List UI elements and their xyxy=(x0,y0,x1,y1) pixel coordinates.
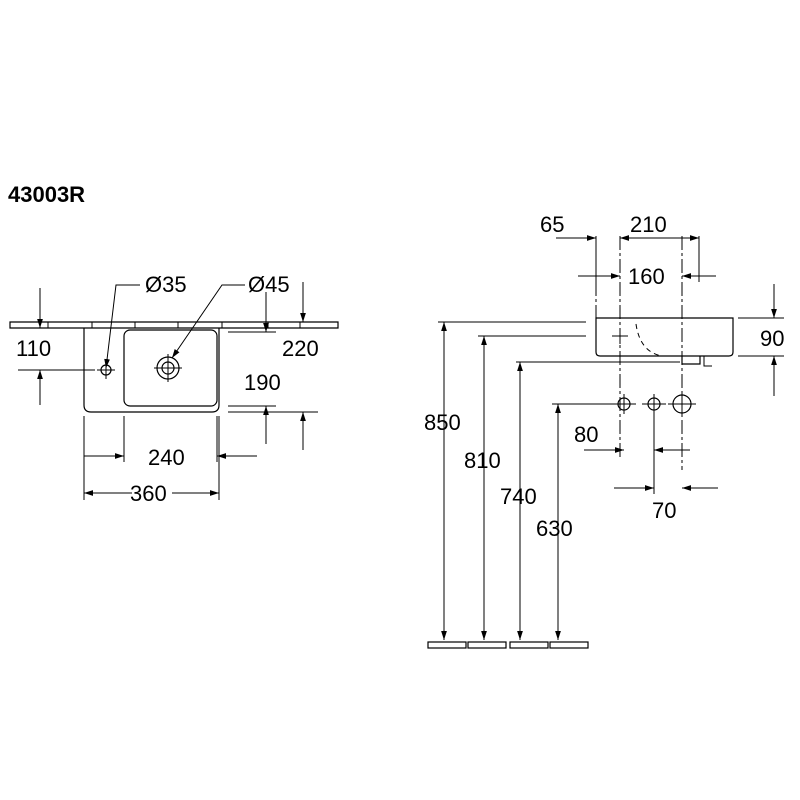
dim-80: 80 xyxy=(574,422,598,447)
dim-810: 810 xyxy=(464,448,501,473)
dim-65: 65 xyxy=(540,212,564,237)
dim-740: 740 xyxy=(500,484,537,509)
small-hole xyxy=(97,361,115,379)
basin-profile xyxy=(595,317,734,357)
dim-110: 110 xyxy=(16,336,51,361)
dim-850: 850 xyxy=(424,410,461,435)
plan-view: Ø35 Ø45 110 220 190 240 360 xyxy=(9,272,339,506)
dim-360: 360 xyxy=(130,481,167,506)
dim-210: 210 xyxy=(630,212,667,237)
dim-190: 190 xyxy=(244,370,281,395)
tap-holes xyxy=(612,392,696,416)
dim-630: 630 xyxy=(536,516,573,541)
dim-90: 90 xyxy=(760,326,784,351)
basin-outline xyxy=(83,328,220,413)
dim-220: 220 xyxy=(282,336,319,361)
dim-240: 240 xyxy=(148,445,185,470)
side-view: 65 210 160 90 850 810 740 xyxy=(424,212,784,649)
inner-bowl xyxy=(123,329,218,407)
hole-large-diameter: Ø45 xyxy=(248,272,290,297)
model-number: 43003R xyxy=(8,182,85,207)
floor-line xyxy=(427,641,589,649)
countertop xyxy=(9,321,339,329)
drain-hole xyxy=(154,354,182,382)
dim-160: 160 xyxy=(628,264,665,289)
hole-small-diameter: Ø35 xyxy=(145,272,187,297)
dim-70: 70 xyxy=(652,498,676,523)
